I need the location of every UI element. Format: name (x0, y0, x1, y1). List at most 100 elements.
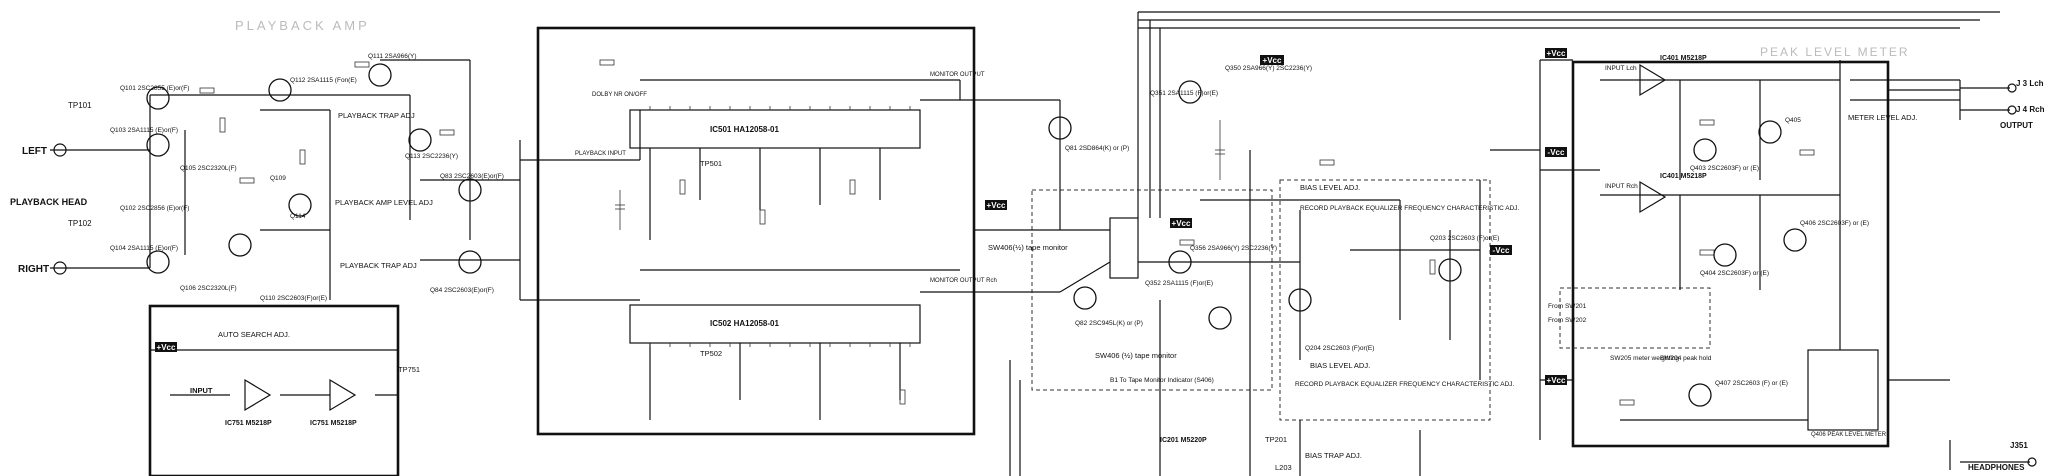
record-playback-eq2-label: RECORD PLAYBACK EQUALIZER FREQUENCY CHAR… (1295, 381, 1515, 388)
q109-label: Q109 (270, 175, 286, 182)
sw406-2-label: SW406 (½) tape monitor (1095, 351, 1177, 360)
q352-label: Q352 2SA1115 (F)or(E) (1145, 280, 1213, 287)
vcc-text: +Vcc (987, 201, 1006, 210)
ic751b-opamp (329, 378, 357, 412)
vcc-text: +Vcc (1547, 376, 1566, 385)
monitor-output-label: MONITOR OUTPUT (930, 72, 985, 78)
jack-j4-symbol (2007, 105, 2017, 115)
sw205-label: SW205 meter weighting (1610, 355, 1679, 362)
vcc-badge (155, 342, 177, 352)
vcc-badge (1545, 48, 1567, 58)
bias-level-adj2-label: BIAS LEVEL ADJ. (1310, 361, 1370, 370)
q84-symbol (458, 250, 482, 274)
j4-label: J 4 Rch (2016, 105, 2045, 114)
q403-label: Q403 2SC2603F) or (E) (1690, 165, 1759, 172)
vcc-text: +Vcc (1547, 49, 1566, 58)
q405-symbol (1758, 120, 1782, 144)
q406-symbol (1783, 228, 1807, 252)
sw406-1-label: SW406(½) tape monitor (988, 243, 1068, 252)
auto-search-adj-label: AUTO SEARCH ADJ. (218, 330, 290, 339)
q203-label: Q203 2SC2603 (F)or(E) (1430, 235, 1499, 242)
q106-label: Q106 2SC2320L(F) (180, 285, 237, 292)
q112-symbol (268, 78, 292, 102)
ic502-body (629, 304, 921, 344)
section-peak-level-meter: PEAK LEVEL METER (1760, 45, 1910, 59)
ic201-label: IC201 M5220P (1160, 437, 1207, 444)
input-lch-label: INPUT Lch (1605, 65, 1637, 72)
q404-label: Q404 2SC2603F) or (E) (1700, 270, 1769, 277)
bias-level-adj-label: BIAS LEVEL ADJ. (1300, 183, 1360, 192)
ic401a-label: IC401 M5218P (1660, 55, 1707, 62)
ic751a-label: IC751 M5218P (225, 420, 272, 427)
right-label: RIGHT (18, 264, 49, 275)
jack-j3-symbol (2007, 83, 2017, 93)
tape-monitor-frame (1031, 189, 1273, 391)
tp751-label: TP751 (398, 365, 420, 374)
q204-symbol (1288, 288, 1312, 312)
bias-trap-adj-label: BIAS TRAP ADJ. (1305, 451, 1362, 460)
q103-label: Q103 2SA1115 (E)or(F) (110, 127, 178, 134)
q356-label: Q356 2SA966(Y) 2SC2236(Y) (1190, 245, 1277, 252)
ic501-body (629, 109, 921, 149)
q101-symbol (146, 86, 170, 110)
ic401b-label: IC401 M5218P (1660, 173, 1707, 180)
q110-label: Q110 2SC2603(F)or(E) (260, 295, 327, 302)
vcc-badge (985, 200, 1007, 210)
input-rch-label: INPUT Rch (1605, 183, 1638, 190)
q406-meter-label: Q406 PEAK LEVEL METER (1811, 432, 1887, 438)
sw204-label: SW204 peak hold (1660, 355, 1712, 362)
tp201-label: TP201 (1265, 435, 1287, 444)
q350-symbol (1178, 80, 1202, 104)
q351-label: Q351 2SA1115 (F)or(E) (1150, 90, 1218, 97)
sw406-body (1109, 217, 1139, 279)
tp502-label: TP502 (700, 349, 722, 358)
playback-trap-adj2-label: PLAYBACK TRAP ADJ (340, 261, 417, 270)
q82-symbol (1073, 286, 1097, 310)
q84-label: Q84 2SC2603(E)or(F) (430, 287, 494, 294)
headphones-label: HEADPHONES (1968, 463, 2025, 472)
q406-meter-body (1807, 349, 1879, 431)
tp101-label: TP101 (68, 101, 92, 110)
q113-label: Q113 2SC2236(Y) (405, 153, 458, 160)
ic502-label: IC502 HA12058-01 (710, 319, 779, 328)
tape-monitor-indicator-label: B1 To Tape Monitor Indicator (S406) (1110, 377, 1214, 384)
q111-label: Q111 2SA966(Y) (368, 53, 417, 60)
section-playback-amp: PLAYBACK AMP (235, 18, 370, 33)
playback-trap-adj-label: PLAYBACK TRAP ADJ (338, 111, 415, 120)
q81-label: Q81 2SD864(K) or (P) (1065, 145, 1129, 152)
output-label: OUTPUT (2000, 121, 2033, 130)
ic401b-opamp (1639, 180, 1667, 214)
ic751a-opamp (244, 378, 272, 412)
dolby-nr-block-frame (536, 26, 976, 436)
q403-symbol (1693, 138, 1717, 162)
playback-amp-level-adj-label: PLAYBACK AMP LEVEL ADJ (335, 198, 433, 207)
q106-symbol (228, 233, 252, 257)
q102-label: Q102 2SC2856 (E)or(F) (120, 205, 189, 212)
head-left-symbol (53, 143, 67, 157)
vcc-text: +Vcc (157, 343, 176, 352)
from-sw202-label: From SW202 (1548, 317, 1587, 324)
q104-symbol (146, 250, 170, 274)
j3-label: J 3 Lch (2016, 79, 2044, 88)
jack-j351-symbol (2027, 457, 2037, 467)
q407-symbol (1688, 383, 1712, 407)
q83-label: Q83 2SC2603(E)or(F) (440, 173, 504, 180)
peak-level-meter-frame (1571, 60, 1890, 448)
dolby-nr-label: DOLBY NR ON/OFF (592, 92, 647, 98)
q204-label: Q204 2SC2603 (F)or(E) (1305, 345, 1374, 352)
playback-head-label: PLAYBACK HEAD (10, 197, 88, 207)
vcc-text: +Vcc (1172, 219, 1191, 228)
record-playback-eq-label: RECORD PLAYBACK EQUALIZER FREQUENCY CHAR… (1300, 205, 1520, 212)
q83-symbol (458, 178, 482, 202)
head-right-symbol (53, 261, 67, 275)
vcc-text: +Vcc (1263, 56, 1282, 65)
q112-label: Q112 2SA1115 (Fon(E) (290, 77, 357, 84)
q114-label: Q114 (290, 213, 306, 220)
bias-adj-frame (1279, 179, 1491, 421)
q404-symbol (1713, 243, 1737, 267)
q110-symbol (288, 193, 312, 217)
vcc-badge (1490, 245, 1512, 255)
tp501-label: TP501 (700, 159, 722, 168)
q103-symbol (146, 133, 170, 157)
